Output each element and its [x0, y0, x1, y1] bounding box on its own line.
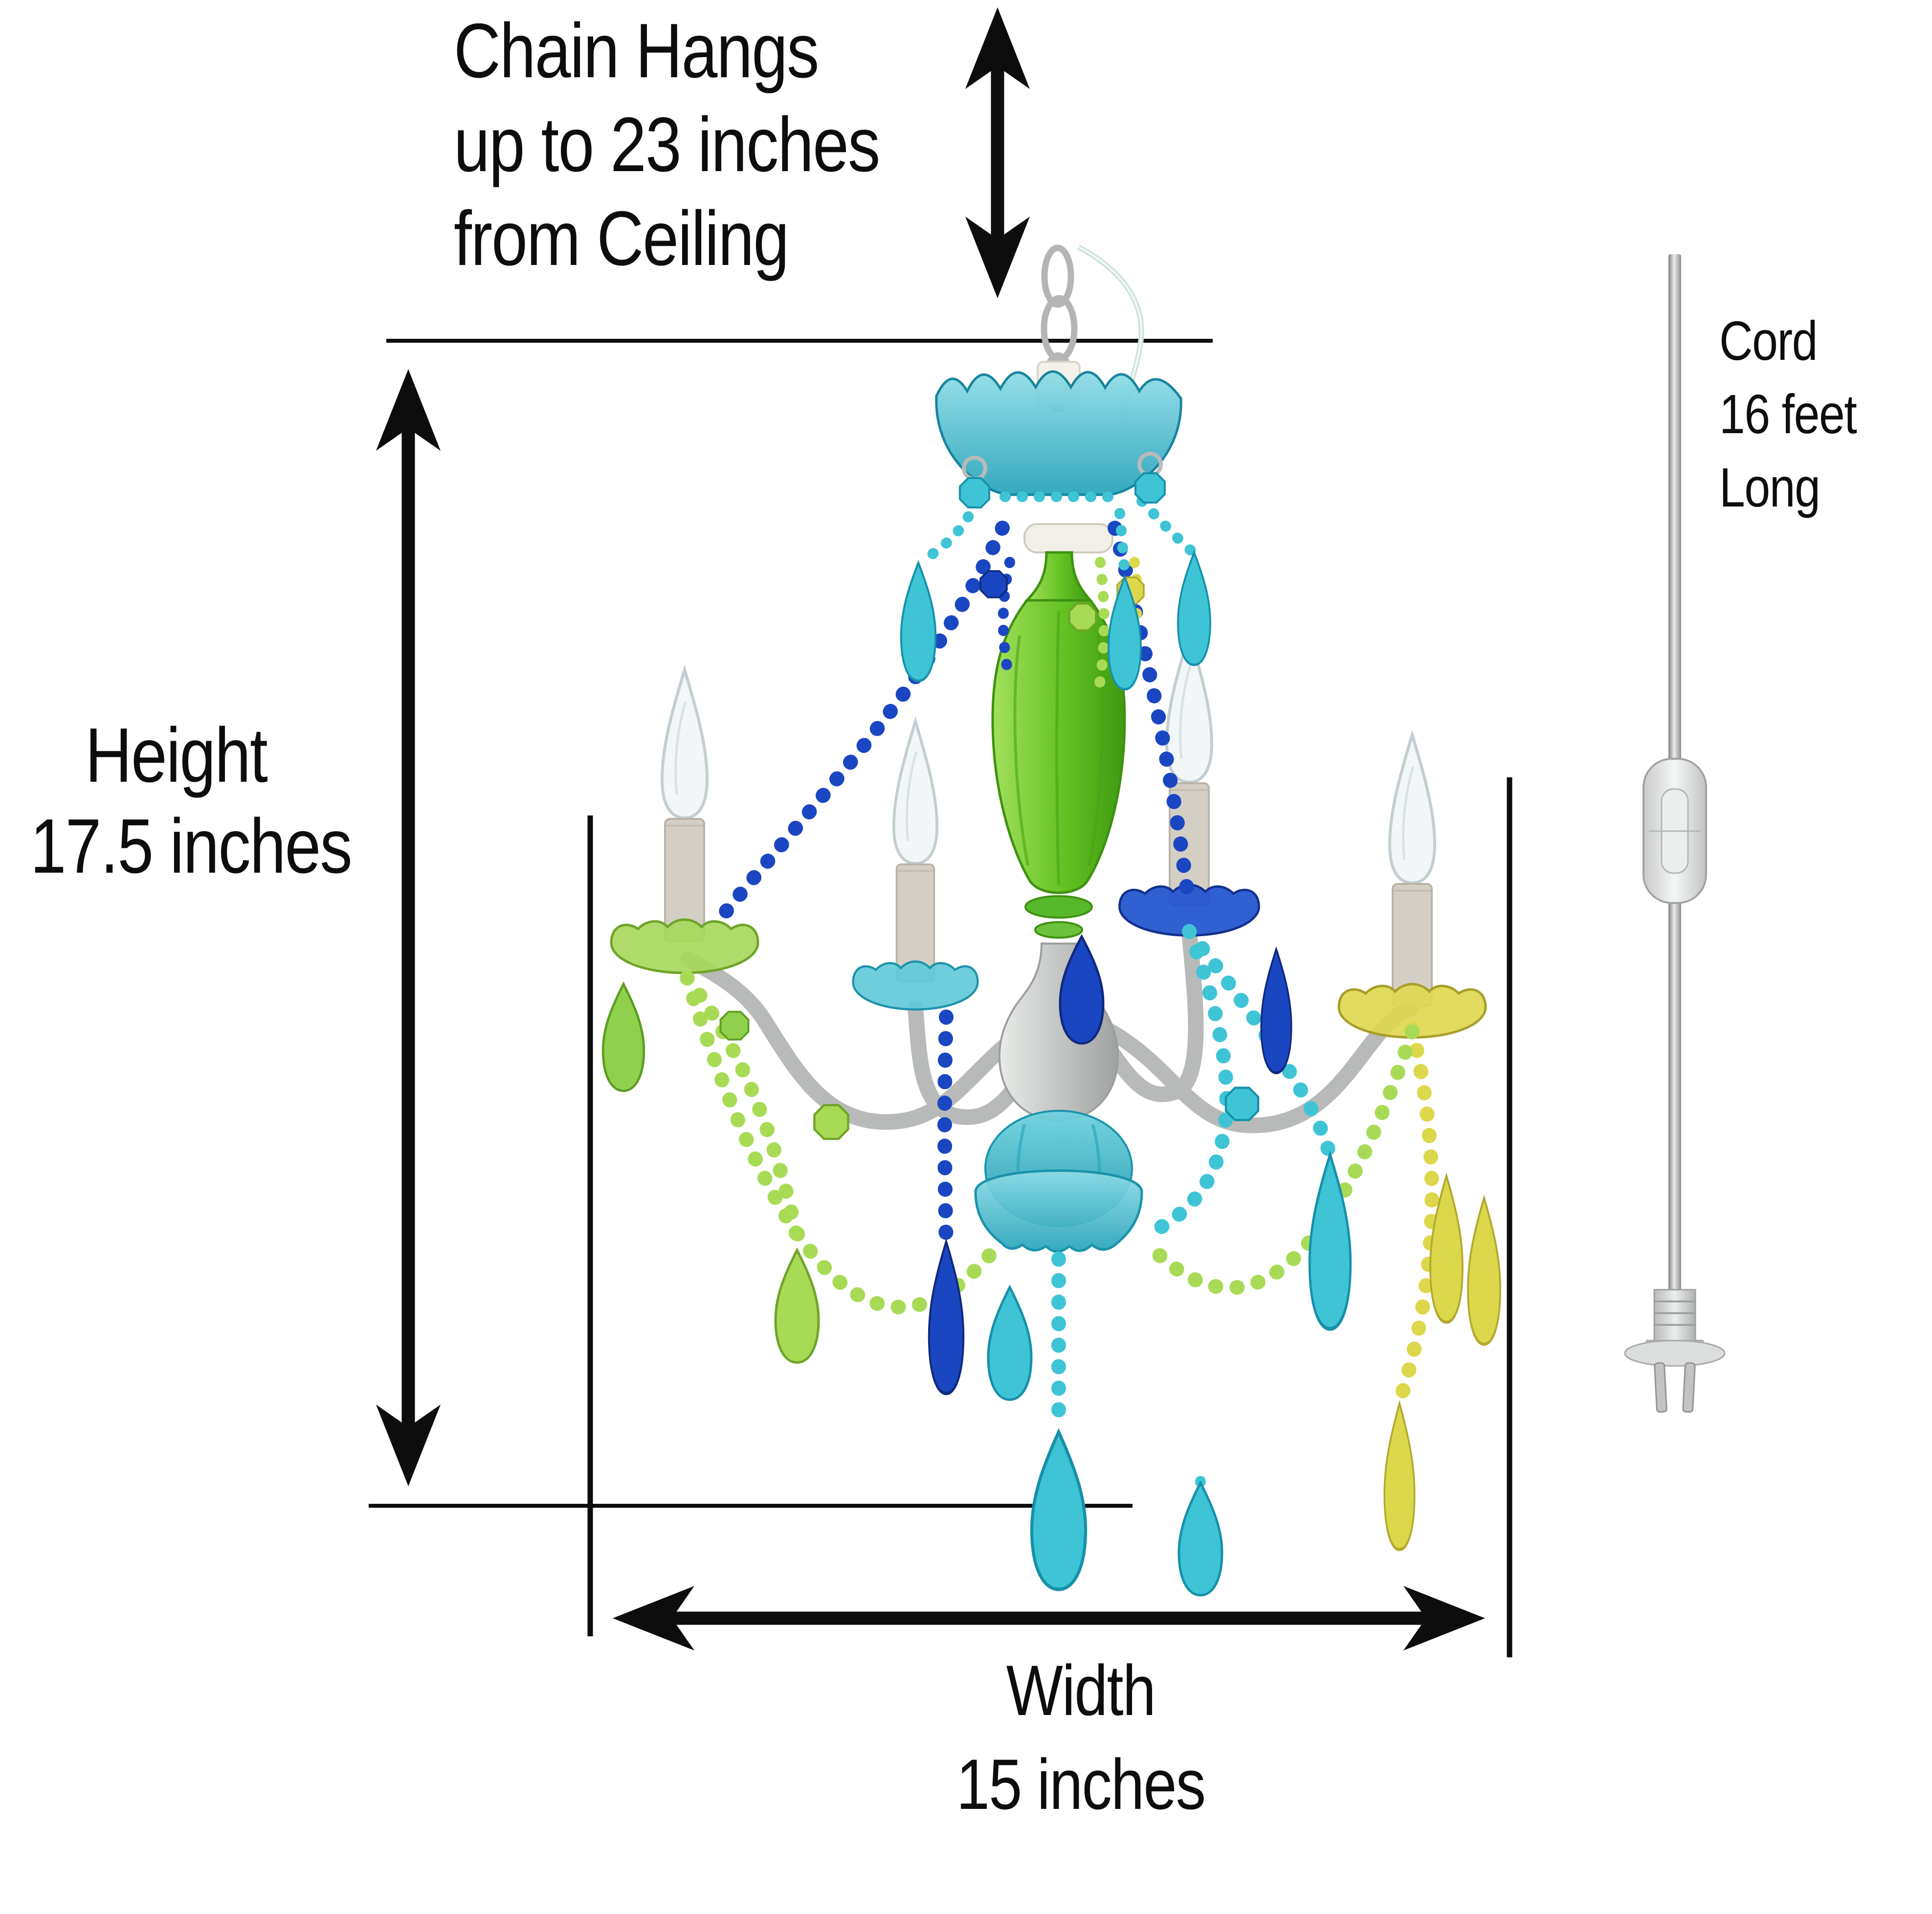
chain-note-line1: Chain Hangs [454, 8, 819, 94]
chain-length-note: Chain Hangs up to 23 inches from Ceiling [454, 4, 880, 286]
crystal-drop-teal [988, 1287, 1031, 1400]
bead-strand [1092, 557, 1110, 700]
silver-hub [998, 943, 1119, 1122]
chain-note-line2: up to 23 inches [454, 102, 880, 188]
bead-strand [1141, 1024, 1420, 1295]
column-vase [991, 599, 1126, 894]
cord-note: Cord 16 feet Long [1719, 304, 1857, 524]
cord-note-line2: 16 feet [1719, 383, 1857, 445]
bead-strand [680, 970, 804, 1245]
width-arrow-icon [613, 1586, 1485, 1650]
chandelier-illustration [603, 244, 1500, 1595]
width-note-label: Width [1006, 1650, 1156, 1730]
dimension-annotations [369, 7, 1512, 1657]
collar [1023, 523, 1113, 553]
height-arrow-icon [376, 369, 441, 1486]
cord-note-line1: Cord [1719, 310, 1818, 372]
inline-switch-icon [1643, 758, 1707, 904]
plug-prong-right [1682, 1362, 1696, 1413]
crystal-drop-teal-center [1032, 1432, 1086, 1589]
bottom-bowl [974, 1169, 1143, 1253]
height-note: Height 17.5 inches [30, 710, 353, 892]
bobeche-green [611, 920, 758, 973]
crystal-drop-teal [901, 563, 935, 681]
crystal-drop-teal [1178, 552, 1210, 665]
crystal-drop-cobalt [1261, 949, 1291, 1073]
width-note: Width 15 inches [892, 1644, 1270, 1831]
candle-1 [611, 670, 758, 973]
bead-strand [716, 521, 1010, 922]
bead-strand [1182, 924, 1337, 1165]
bead-strand [914, 496, 981, 568]
bobeche-aqua [853, 962, 978, 1010]
crystal-drop-green [603, 984, 644, 1091]
power-cord-illustration [1624, 254, 1726, 1413]
crystal-drop-yellow [1384, 1404, 1415, 1550]
candle-2 [853, 721, 978, 1010]
center-column-stack [935, 361, 1182, 1253]
bead-strand [1136, 496, 1199, 559]
height-note-label: Height [85, 712, 268, 798]
chain-length-arrow-icon [965, 7, 1030, 298]
width-note-value: 15 inches [956, 1744, 1206, 1824]
height-note-value: 17.5 inches [30, 803, 353, 889]
crystal-drop-teal [1310, 1155, 1351, 1329]
crystal-drop-cobalt [929, 1242, 963, 1394]
plug-flange [1624, 1340, 1726, 1367]
bead-strand [1392, 1022, 1440, 1409]
crystal-drop-lime [776, 1250, 819, 1363]
plug-icon [1624, 1289, 1726, 1413]
column-neck [1024, 551, 1093, 602]
bead-strand [1114, 508, 1130, 578]
octagon-crystals [719, 452, 1259, 1139]
bead-strand [1139, 924, 1234, 1242]
crystal-drop-teal [1179, 1483, 1222, 1595]
plug-prong-left [1654, 1362, 1667, 1413]
bead-strand [998, 557, 1015, 680]
crystal-drop-yellow [1468, 1198, 1500, 1344]
cord-note-line3: Long [1719, 457, 1821, 518]
candle-4 [1339, 735, 1486, 1037]
bead-strand [937, 1010, 954, 1255]
chain-note-line3: from Ceiling [454, 196, 789, 282]
